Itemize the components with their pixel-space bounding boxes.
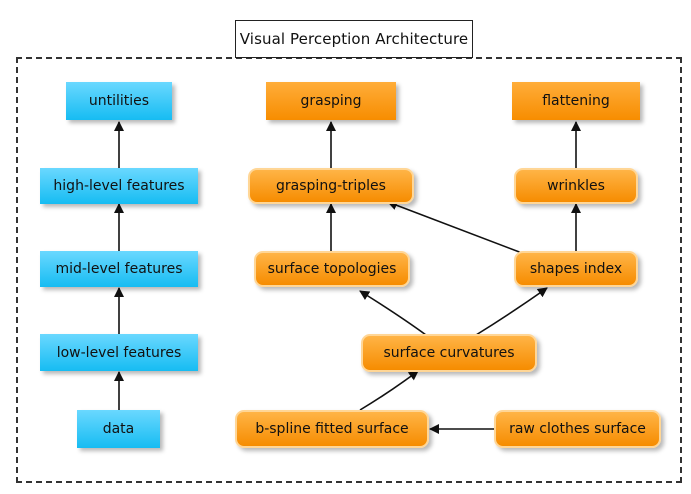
node-wrinkles: wrinkles — [514, 168, 638, 204]
node-mid-level-features: mid-level features — [40, 251, 198, 287]
node-untilities: untilities — [66, 82, 172, 120]
architecture-frame — [16, 57, 682, 483]
diagram-title: Visual Perception Architecture — [235, 20, 473, 58]
node-grasping-triples: grasping-triples — [248, 168, 414, 204]
edge-surface-curvatures-to-shapes-index — [475, 287, 548, 336]
node-flattening: flattening — [512, 82, 640, 120]
node-raw-clothes-surface: raw clothes surface — [494, 410, 661, 448]
node-bspline-fitted-surface: b-spline fitted surface — [235, 410, 429, 448]
edge-shapes-index-to-grasping-triples — [387, 200, 523, 254]
node-surface-topologies: surface topologies — [254, 251, 410, 287]
node-data: data — [77, 410, 160, 448]
node-high-level-features: high-level features — [40, 168, 198, 204]
node-low-level-features: low-level features — [40, 334, 198, 371]
edge-bspline-to-surface-curvatures — [359, 370, 419, 411]
edge-surface-curvatures-to-surface-topologies — [359, 290, 427, 336]
node-surface-curvatures: surface curvatures — [361, 334, 537, 372]
node-shapes-index: shapes index — [514, 251, 638, 287]
node-grasping: grasping — [266, 82, 396, 120]
